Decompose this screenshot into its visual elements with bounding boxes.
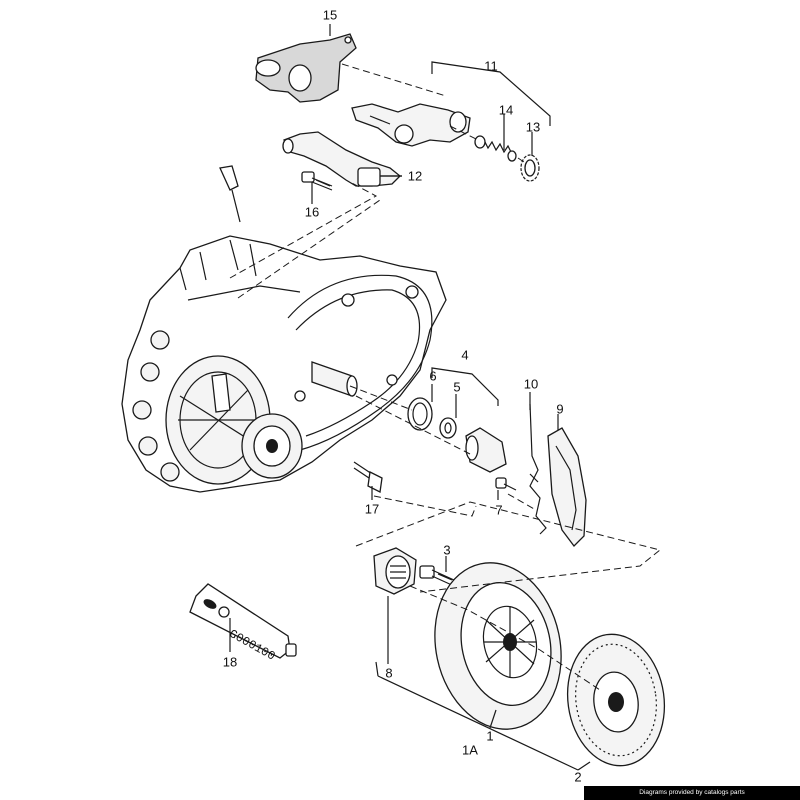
callout-13: 13 [525, 119, 541, 135]
callout-3: 3 [443, 542, 451, 558]
assembly-leader-lines [229, 63, 662, 691]
callout-6: 6 [429, 368, 437, 384]
callout-9: 9 [556, 401, 564, 417]
callout-leaders [229, 24, 591, 771]
part-8-release-bearing [373, 547, 417, 595]
callout-7: 7 [495, 502, 503, 518]
part-6-seal-ring [407, 397, 433, 431]
callout-15: 15 [322, 7, 338, 23]
callout-1a: 1A [462, 742, 478, 758]
callout-14: 14 [498, 102, 514, 118]
part-2-clutch-disc [566, 633, 666, 767]
part-4-guide-sleeve [465, 427, 507, 473]
part-10-clip [529, 403, 547, 535]
callout-16: 16 [304, 204, 320, 220]
part-12-slave-cylinder [282, 131, 402, 187]
part-3-bolt [419, 565, 455, 587]
vent-pin [219, 165, 241, 223]
part-14-spring [474, 135, 517, 162]
credit-badge: Diagrams provided by catalogs parts [584, 786, 800, 800]
part-1-pressure-plate [434, 562, 562, 730]
part-17-bolt [353, 461, 383, 493]
part-9-release-fork [547, 427, 587, 547]
callout-1: 1 [486, 728, 494, 744]
callout-11: 11 [484, 58, 498, 74]
callout-12: 12 [407, 168, 423, 184]
callout-8: 8 [385, 665, 393, 681]
part-15-linkage-bracket [255, 33, 357, 103]
part-5-washer [439, 417, 457, 439]
callout-4: 4 [461, 347, 469, 363]
part-11-release-lever [351, 103, 471, 147]
callout-18: 18 [222, 654, 238, 670]
part-18-grease-tube [189, 583, 297, 659]
part-7-bolt [495, 477, 517, 491]
part-13-circlip [520, 154, 540, 182]
callout-10: 10 [523, 376, 539, 392]
callout-17: 17 [364, 501, 380, 517]
callout-2: 2 [574, 769, 582, 785]
callout-5: 5 [453, 379, 461, 395]
gearbox-housing [121, 235, 447, 493]
part-16-bolt [301, 171, 333, 191]
